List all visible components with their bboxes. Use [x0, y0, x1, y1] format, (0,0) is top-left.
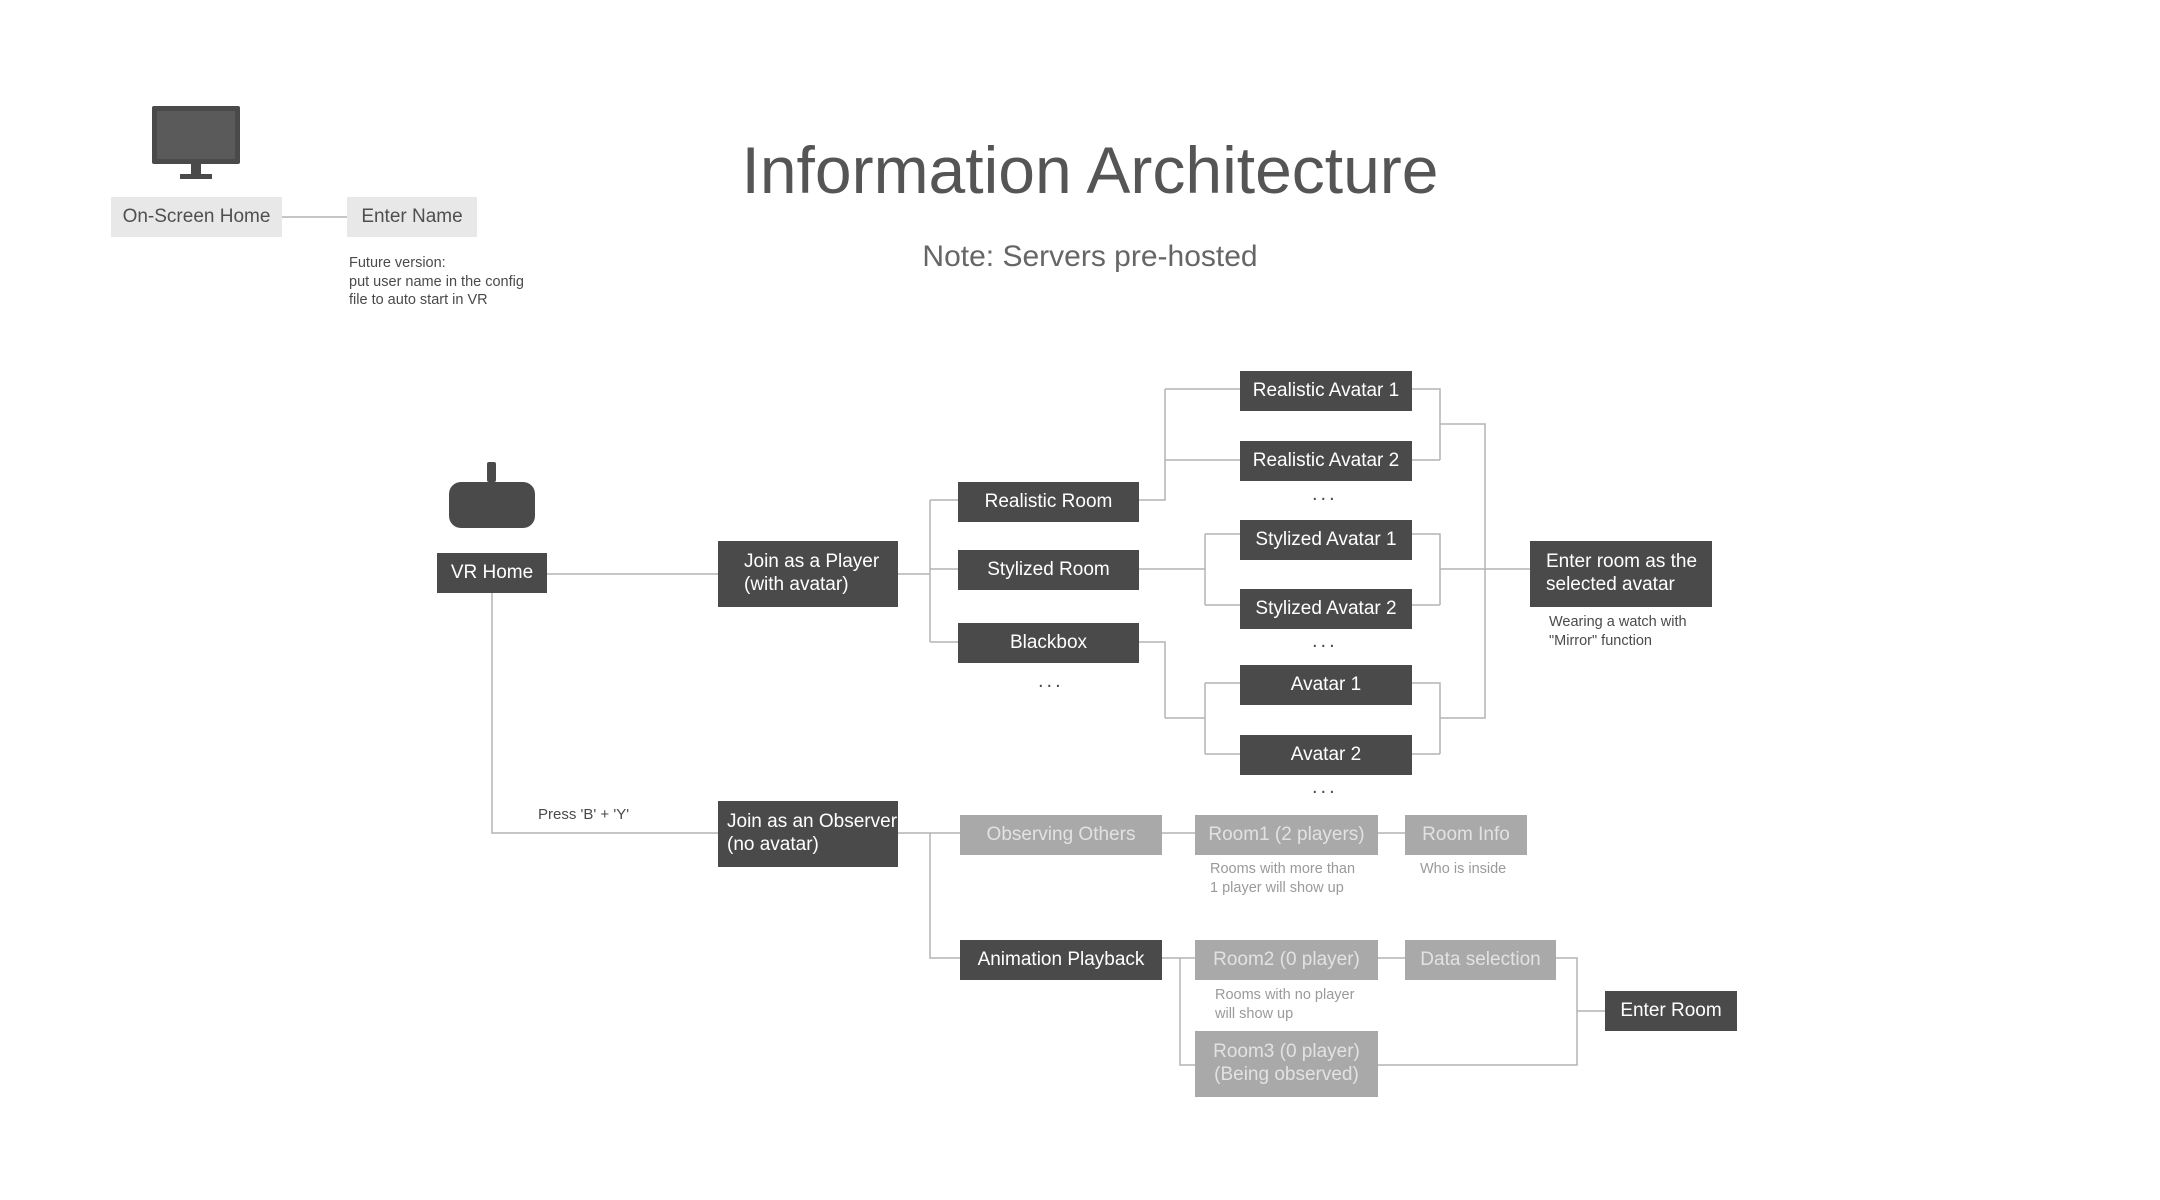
- enter-room-box[interactable]: Enter Room: [1605, 991, 1737, 1031]
- data-selection-box[interactable]: Data selection: [1405, 940, 1556, 980]
- on-screen-home-box[interactable]: On-Screen Home: [111, 197, 282, 237]
- connector-to-enter-room: [1378, 957, 1605, 1066]
- room1-box[interactable]: Room1 (2 players): [1195, 815, 1378, 855]
- watch-mirror-note: Wearing a watch with "Mirror" function: [1549, 614, 1687, 649]
- connector-avatars-to-enter: [1440, 423, 1530, 719]
- rooms-more-ellipsis: ...: [1038, 670, 1064, 692]
- join-as-player-box[interactable]: Join as a Player (with avatar): [718, 541, 898, 607]
- enter-name-box[interactable]: Enter Name: [347, 197, 477, 237]
- connector-vrhome-to-observer: [491, 592, 718, 834]
- room1-note: Rooms with more than 1 player will show …: [1210, 861, 1356, 896]
- stylized-room-box[interactable]: Stylized Room: [958, 550, 1139, 590]
- realistic-avatar-2-box[interactable]: Realistic Avatar 2: [1240, 441, 1412, 481]
- realistic-avatars-more-ellipsis: ...: [1312, 483, 1338, 505]
- monitor-icon: [152, 106, 240, 179]
- animation-playback-box[interactable]: Animation Playback: [960, 940, 1162, 980]
- page-subtitle: Note: Servers pre-hosted: [922, 240, 1258, 273]
- room3-box[interactable]: Room3 (0 player) (Being observed): [1195, 1031, 1378, 1097]
- stylized-avatar-2-box[interactable]: Stylized Avatar 2: [1240, 589, 1412, 629]
- realistic-avatar-1-box[interactable]: Realistic Avatar 1: [1240, 371, 1412, 411]
- avatars-more-ellipsis: ...: [1312, 776, 1338, 798]
- connector-stylized-avatars: [1139, 533, 1240, 606]
- future-version-note: Future version: put user name in the con…: [349, 255, 524, 309]
- press-b-y-label: Press 'B' + 'Y': [538, 806, 630, 823]
- connector-observer-branches: [898, 832, 960, 959]
- connector-playback-to-rooms: [1162, 957, 1195, 1066]
- stylized-avatars-more-ellipsis: ...: [1312, 630, 1338, 652]
- observing-others-box[interactable]: Observing Others: [960, 815, 1162, 855]
- page-title: Information Architecture: [741, 133, 1439, 207]
- connector-blackbox-avatars: [1139, 641, 1240, 755]
- connector-realistic-avatars: [1139, 388, 1240, 501]
- avatar-2-box[interactable]: Avatar 2: [1240, 735, 1412, 775]
- stylized-avatar-1-box[interactable]: Stylized Avatar 1: [1240, 520, 1412, 560]
- realistic-room-box[interactable]: Realistic Room: [958, 482, 1139, 522]
- enter-room-as-avatar-box[interactable]: Enter room as the selected avatar: [1530, 541, 1712, 607]
- room-info-box[interactable]: Room Info: [1405, 815, 1527, 855]
- room-info-note: Who is inside: [1420, 861, 1507, 877]
- join-as-observer-box[interactable]: Join as an Observer (no avatar): [718, 801, 898, 867]
- room2-box[interactable]: Room2 (0 player): [1195, 940, 1378, 980]
- connector-player-to-rooms: [898, 499, 958, 643]
- vr-home-box[interactable]: VR Home: [437, 553, 547, 593]
- room2-note: Rooms with no player will show up: [1215, 987, 1355, 1022]
- avatar-1-box[interactable]: Avatar 1: [1240, 665, 1412, 705]
- vr-headset-icon: [449, 462, 535, 528]
- blackbox-room-box[interactable]: Blackbox: [958, 623, 1139, 663]
